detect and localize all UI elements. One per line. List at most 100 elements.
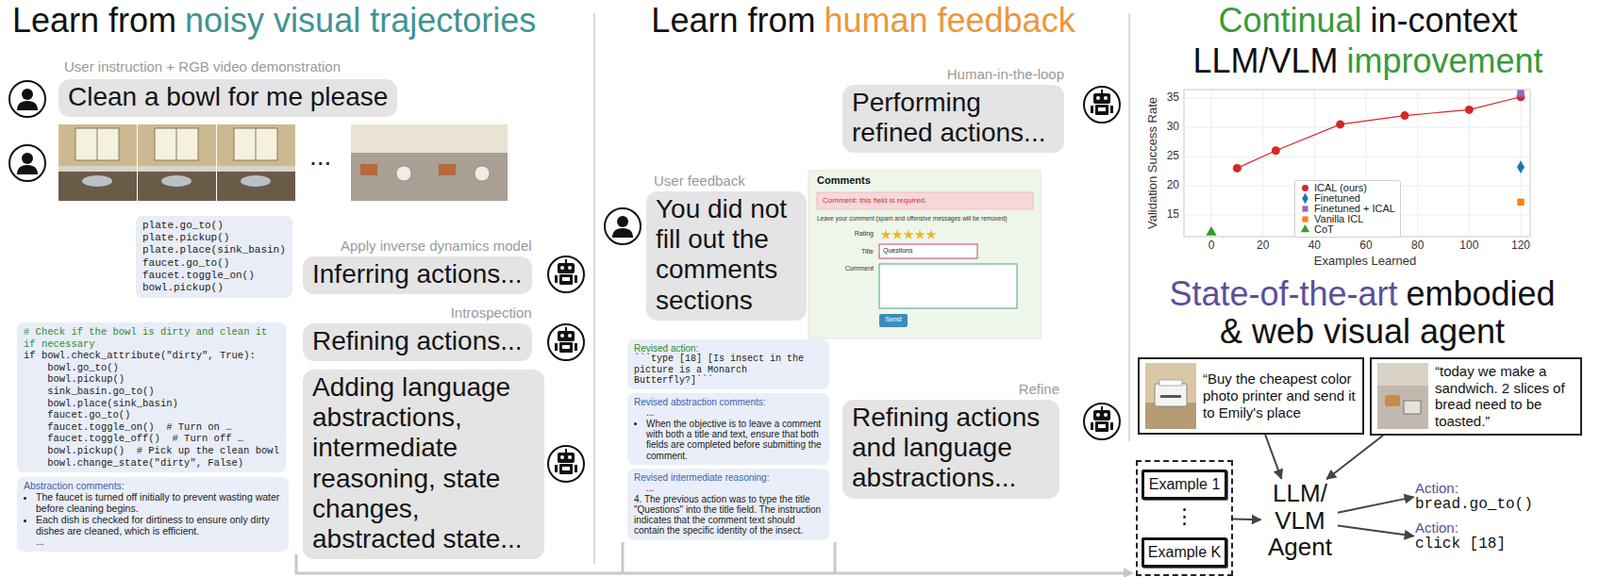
step-heading: Human-in-the-loop [947, 66, 1065, 84]
legend-swatch [1300, 224, 1311, 235]
illustration-part [833, 542, 837, 574]
illustration-part [1516, 160, 1525, 174]
legend-swatch [1300, 203, 1311, 215]
legend-item: Finetuned + ICAL [1300, 203, 1396, 215]
code-line: bowl.go_to() [23, 362, 280, 375]
illustration-part [548, 256, 584, 293]
bubble-text: Refining actions and language abstractio… [851, 402, 1050, 495]
legend-text: CoT [1314, 224, 1334, 235]
bullet-text: The faucet is turned off initially to pr… [35, 492, 283, 516]
tick-label: 40 [1308, 239, 1321, 253]
revised-box: Revised abstraction comments:...When the… [627, 393, 830, 466]
heading-text: State-of-the-art [1168, 274, 1398, 314]
legend-swatch [1300, 183, 1311, 194]
step-bubble: RefineRefining actions and language abst… [842, 400, 1060, 500]
illustration-part [914, 229, 925, 240]
heading-text: Learn from [12, 0, 177, 40]
illustration-part [429, 124, 508, 201]
arrow-connector [1233, 518, 1262, 522]
tick-label: 20 [1256, 239, 1269, 253]
step-bubble: Human-in-the-loopPerforming refined acti… [842, 84, 1065, 153]
step-bubble: IntrospectionRefining actions... [302, 323, 533, 362]
step-bubble: Adding language abstractions, intermedia… [302, 369, 545, 560]
heading-line: Continualin-context [1217, 1, 1517, 40]
code-line: if bowl.check_attribute("dirty", True): [23, 350, 280, 363]
task-box: “today we make a sandwich. 2 slices of b… [1369, 357, 1583, 436]
action-code: bread.go_to() [1415, 496, 1534, 514]
code-line: # Check if the bowl is dirty and clean i… [23, 326, 280, 339]
code-line: faucet.go_to() [23, 409, 280, 422]
heading-line: & web visual agent [1219, 313, 1505, 351]
code-line: if necessary [23, 338, 280, 351]
tick-label: 100 [1459, 239, 1479, 253]
heading-line: LLM/VLMimprovement [1192, 42, 1543, 81]
illustration-part [621, 542, 625, 574]
illustration-part [891, 229, 902, 240]
legend-item: Vanilla ICL [1300, 214, 1396, 225]
heading-text: noisy visual trajectories [184, 0, 536, 40]
chart-legend: ICAL (ours)FinetunedFinetuned + ICALVani… [1294, 180, 1401, 238]
illustration-part [1335, 119, 1345, 129]
heading-line: Learn fromhuman feedback [650, 1, 1075, 40]
illustration-part [1516, 199, 1524, 206]
tick-label: 0 [1208, 239, 1216, 253]
tick-label: 20 [1166, 179, 1180, 193]
code-line: bowl.place(sink_basin) [23, 398, 280, 411]
instruction-bubble: Clean a bowl for me please [58, 79, 398, 117]
illustration-part [880, 229, 891, 240]
legend-item: ICAL (ours) [1300, 183, 1396, 194]
step-heading: Introspection [450, 305, 533, 322]
video-frames [58, 124, 508, 201]
heading-text: & web visual agent [1219, 312, 1505, 351]
note-heading: Abstraction comments: [23, 481, 283, 493]
heading-text: improvement [1346, 41, 1543, 81]
bubble-text: Performing refined actions... [851, 87, 1055, 149]
tick-label: 60 [1359, 239, 1372, 253]
code-line: faucet.go_to() [142, 257, 286, 270]
illustration-part [902, 229, 914, 240]
task-text: “Buy the cheapest color photo printer an… [1202, 370, 1357, 421]
legend-text: Vanilla ICL [1314, 214, 1364, 225]
legend-text: Finetuned [1314, 193, 1361, 204]
code-box: plate.go_to()plate.pickup()plate.place(s… [135, 216, 293, 299]
example-text: Example 1 [1144, 476, 1225, 494]
legend-swatch [1300, 214, 1311, 225]
agent-label: LLM/ VLM Agent [1262, 480, 1338, 562]
bubble-text: Refining actions... [312, 326, 523, 357]
form-field-label: Comment [845, 265, 874, 273]
illustration-part [1183, 127, 1531, 129]
code-line: plate.go_to() [142, 219, 286, 233]
heading-text: embodied [1405, 274, 1555, 314]
note-heading: Revised abstraction comments: [633, 397, 823, 408]
step-bubble: Apply inverse dynamics modelInferring ac… [302, 256, 533, 295]
illustration-part [1233, 164, 1242, 173]
code-line: faucet.toggle_on() # Turn on … [23, 421, 280, 434]
illustration-part [1400, 111, 1410, 120]
example-box: Example K [1141, 537, 1228, 568]
legend-swatch [1300, 193, 1311, 204]
illustration-part [548, 446, 584, 483]
person-icons [9, 81, 641, 245]
bubble-text: Clean a bowl for me please [67, 82, 388, 113]
ellipsis: ... [23, 536, 283, 549]
step-heading: User feedback [653, 173, 746, 190]
note-heading: Revised intermediate reasoning: [633, 472, 823, 484]
illustration-part [1211, 89, 1213, 237]
ellipsis: ... [309, 141, 332, 172]
arrow-connector [1326, 435, 1384, 480]
bubble-text: Inferring actions... [312, 259, 523, 290]
form-field-label: Rating [854, 230, 874, 238]
axis-title: Examples Learned [1314, 254, 1417, 269]
bullet-text: Each dish is checked for dirtiness to en… [35, 515, 283, 538]
illustration-part [1083, 86, 1120, 123]
illustration-part [548, 324, 584, 361]
abstraction-box: Abstraction comments:The faucet is turne… [16, 477, 289, 552]
illustration-part [879, 314, 908, 328]
illustration-part [1516, 89, 1524, 97]
heading-text: Continual [1217, 0, 1362, 40]
column-divider [1128, 13, 1131, 442]
code-line: bowl.change_state("dirty", False) [23, 457, 280, 470]
heading-line: Learn fromnoisy visual trajectories [12, 1, 536, 40]
legend-text: Finetuned + ICAL [1314, 203, 1396, 215]
illustration-part [1183, 156, 1531, 158]
